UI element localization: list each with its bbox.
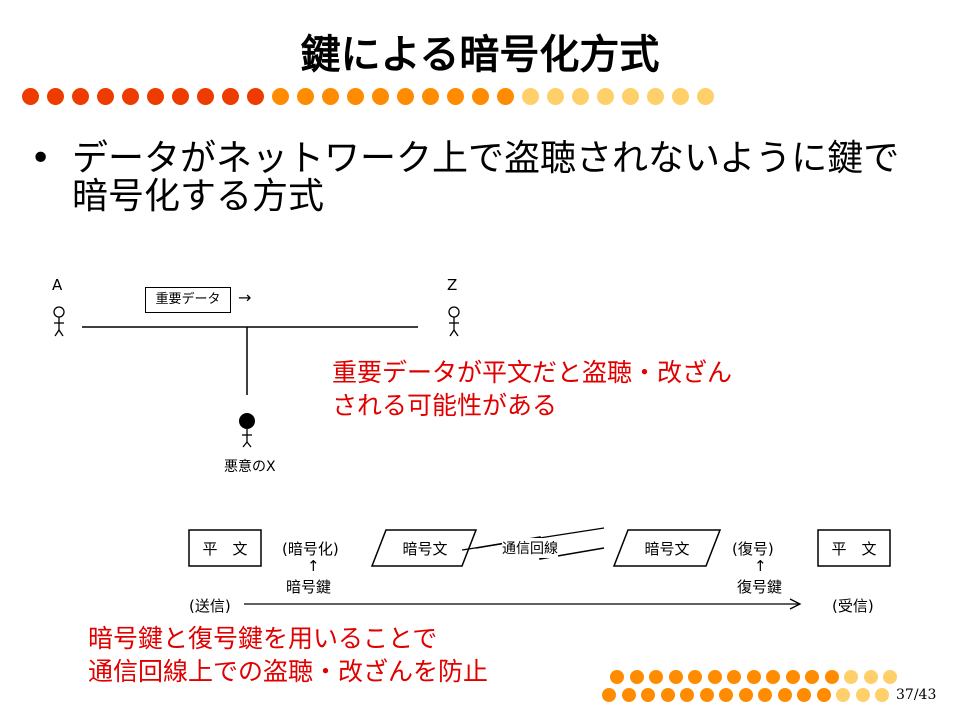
divider-dot <box>197 88 214 105</box>
divider-dot <box>797 688 811 702</box>
divider-dot <box>836 688 850 702</box>
divider-dot <box>621 688 636 702</box>
divider-dot <box>680 688 694 702</box>
data-box-label: 重要データ <box>155 292 221 307</box>
divider-dot <box>660 688 675 702</box>
divider-dot <box>472 88 489 105</box>
divider-dot <box>766 670 780 684</box>
divider-dot <box>758 688 772 702</box>
divider-dot <box>816 688 831 702</box>
divider-dot <box>668 670 683 684</box>
dec-up-arrow: ↑ <box>754 557 767 575</box>
divider-dot <box>688 670 702 684</box>
divider-dot <box>883 670 897 684</box>
enc-up-arrow: ↑ <box>307 557 320 575</box>
divider-dot <box>855 688 870 702</box>
note-bottom: 暗号鍵と復号鍵を用いることで 通信回線上での盗聴・改ざんを防止 <box>88 622 488 688</box>
divider-dot <box>322 88 339 105</box>
person-z-icon <box>448 306 460 337</box>
ciphertext-left: 暗号文 <box>402 540 448 558</box>
plaintext-right: 平 文 <box>831 540 877 558</box>
attacker-label: 悪意のX <box>224 459 276 475</box>
divider-dot <box>247 88 264 105</box>
divider-dot <box>844 670 858 684</box>
data-box: 重要データ <box>145 287 231 313</box>
divider-dot <box>785 670 800 684</box>
divider-dot <box>222 88 239 105</box>
divider-dot <box>422 88 439 105</box>
divider-dot <box>497 88 514 105</box>
divider-dot <box>641 688 655 702</box>
divider-dot <box>147 88 164 105</box>
divider-dot <box>649 670 663 684</box>
divider-dot <box>172 88 189 105</box>
divider-dot <box>297 88 314 105</box>
divider-dot <box>699 688 714 702</box>
divider-dot <box>122 88 139 105</box>
note-top: 重要データが平文だと盗聴・改ざん される可能性がある <box>332 356 732 422</box>
data-direction-arrow: → <box>238 288 252 307</box>
divider-dot <box>719 688 733 702</box>
sender-label: A <box>52 276 63 294</box>
divider-dot <box>610 670 624 684</box>
divider-dot <box>272 88 289 105</box>
plaintext-left: 平 文 <box>202 540 248 558</box>
divider-dot <box>777 688 792 702</box>
divider-dot <box>72 88 89 105</box>
divider-dot <box>522 88 539 105</box>
divider-dot <box>22 88 39 105</box>
note-bottom-line-1: 暗号鍵と復号鍵を用いることで <box>88 624 438 653</box>
divider-dot <box>875 688 889 702</box>
divider-dot <box>805 670 819 684</box>
person-a-icon <box>53 306 65 337</box>
bullet-text: データがネットワーク上で盗聴されないように鍵で暗号化する方式 <box>72 138 900 217</box>
divider-dot <box>707 670 722 684</box>
divider-dot <box>824 670 839 684</box>
divider-dot <box>347 88 364 105</box>
divider-dot <box>597 88 614 105</box>
divider-dot <box>47 88 64 105</box>
encrypt-label: (暗号化) <box>282 540 339 558</box>
divider-dot <box>647 88 664 105</box>
page-number: 37/43 <box>896 687 937 703</box>
divider-dot <box>697 88 714 105</box>
divider-dot <box>97 88 114 105</box>
divider-dot <box>746 670 761 684</box>
divider-dot <box>629 670 644 684</box>
send-label: (送信) <box>189 597 231 615</box>
note-bottom-line-2: 通信回線上での盗聴・改ざんを防止 <box>88 657 489 686</box>
receive-label: (受信) <box>832 597 874 615</box>
note-top-line-1: 重要データが平文だと盗聴・改ざん <box>332 358 733 387</box>
divider-dot <box>547 88 564 105</box>
enc-key-label: 暗号鍵 <box>286 578 332 596</box>
receiver-label: Z <box>447 276 458 294</box>
bullet-symbol: • <box>30 138 52 179</box>
slide-title: 鍵による暗号化方式 <box>300 32 660 78</box>
dec-key-label: 復号鍵 <box>737 578 783 596</box>
divider-dot <box>727 670 741 684</box>
divider-dot <box>602 688 616 702</box>
divider-dot <box>863 670 878 684</box>
attacker-icon <box>239 413 255 448</box>
divider-dot <box>672 88 689 105</box>
note-top-line-2: される可能性がある <box>332 391 558 420</box>
divider-dot <box>372 88 389 105</box>
decrypt-label: (復号) <box>732 540 774 558</box>
divider-dot <box>572 88 589 105</box>
divider-dot <box>622 88 639 105</box>
divider-dot <box>397 88 414 105</box>
divider-dot <box>447 88 464 105</box>
ciphertext-right: 暗号文 <box>644 540 690 558</box>
channel-label: 通信回線 <box>502 538 558 558</box>
divider-dot <box>738 688 753 702</box>
